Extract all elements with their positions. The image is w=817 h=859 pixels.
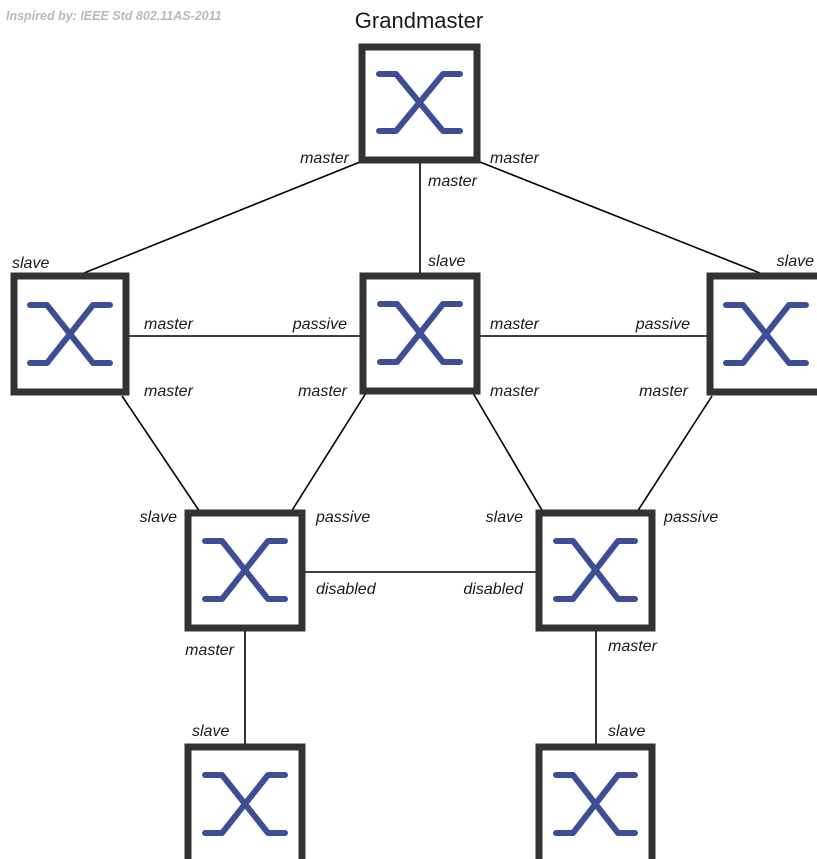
diagram-title: Grandmaster	[355, 8, 483, 33]
port-label: passive	[292, 316, 347, 333]
port-label: passive	[663, 509, 718, 526]
switch-cross-icon	[376, 71, 463, 134]
port-label: slave	[428, 253, 465, 270]
switch-cross-icon	[377, 301, 463, 365]
port-label: master	[490, 150, 540, 167]
switch-bottom-left	[184, 743, 306, 859]
link-gm-right	[474, 159, 761, 274]
port-label: disabled	[316, 581, 377, 598]
port-label: disabled	[463, 581, 524, 598]
link-right-lowright	[636, 395, 713, 513]
switch-cross-icon	[202, 772, 288, 836]
port-label: master	[490, 316, 540, 333]
port-label: passive	[635, 316, 690, 333]
source-note: Inspired by: IEEE Std 802.11AS-2011	[6, 9, 222, 23]
port-labels: master master master slave slave slave m…	[12, 150, 814, 740]
port-label: passive	[315, 509, 370, 526]
switch-right	[706, 272, 817, 396]
port-label: master	[144, 383, 194, 400]
port-label: master	[300, 150, 350, 167]
port-label: master	[298, 383, 348, 400]
link-center-lowright	[472, 392, 544, 513]
port-label: slave	[486, 509, 523, 526]
switch-cross-icon	[553, 538, 638, 602]
link-gm-left	[83, 159, 366, 274]
switch-cross-icon	[723, 302, 809, 366]
port-label: master	[639, 383, 689, 400]
switch-cross-icon	[27, 302, 113, 366]
port-label: master	[608, 638, 658, 655]
switch-cross-icon	[553, 772, 638, 836]
switch-box	[184, 509, 306, 632]
switch-lower-right	[535, 509, 656, 632]
links	[83, 159, 761, 745]
switch-cross-icon	[202, 538, 288, 602]
link-left-lowleft	[121, 395, 201, 513]
port-label: slave	[140, 509, 177, 526]
port-label: slave	[192, 723, 229, 740]
switch-lower-left	[184, 509, 306, 632]
port-label: master	[490, 383, 540, 400]
port-label: slave	[608, 723, 645, 740]
port-label: slave	[777, 253, 814, 270]
switch-left	[10, 272, 130, 396]
port-label: master	[144, 316, 194, 333]
switch-bottom-right	[535, 743, 656, 859]
port-label: slave	[12, 255, 49, 272]
link-center-lowleft	[290, 392, 367, 513]
port-label: master	[185, 642, 235, 659]
port-label: master	[428, 173, 478, 190]
grandmaster-switch	[358, 43, 481, 164]
switch-center	[359, 272, 481, 395]
